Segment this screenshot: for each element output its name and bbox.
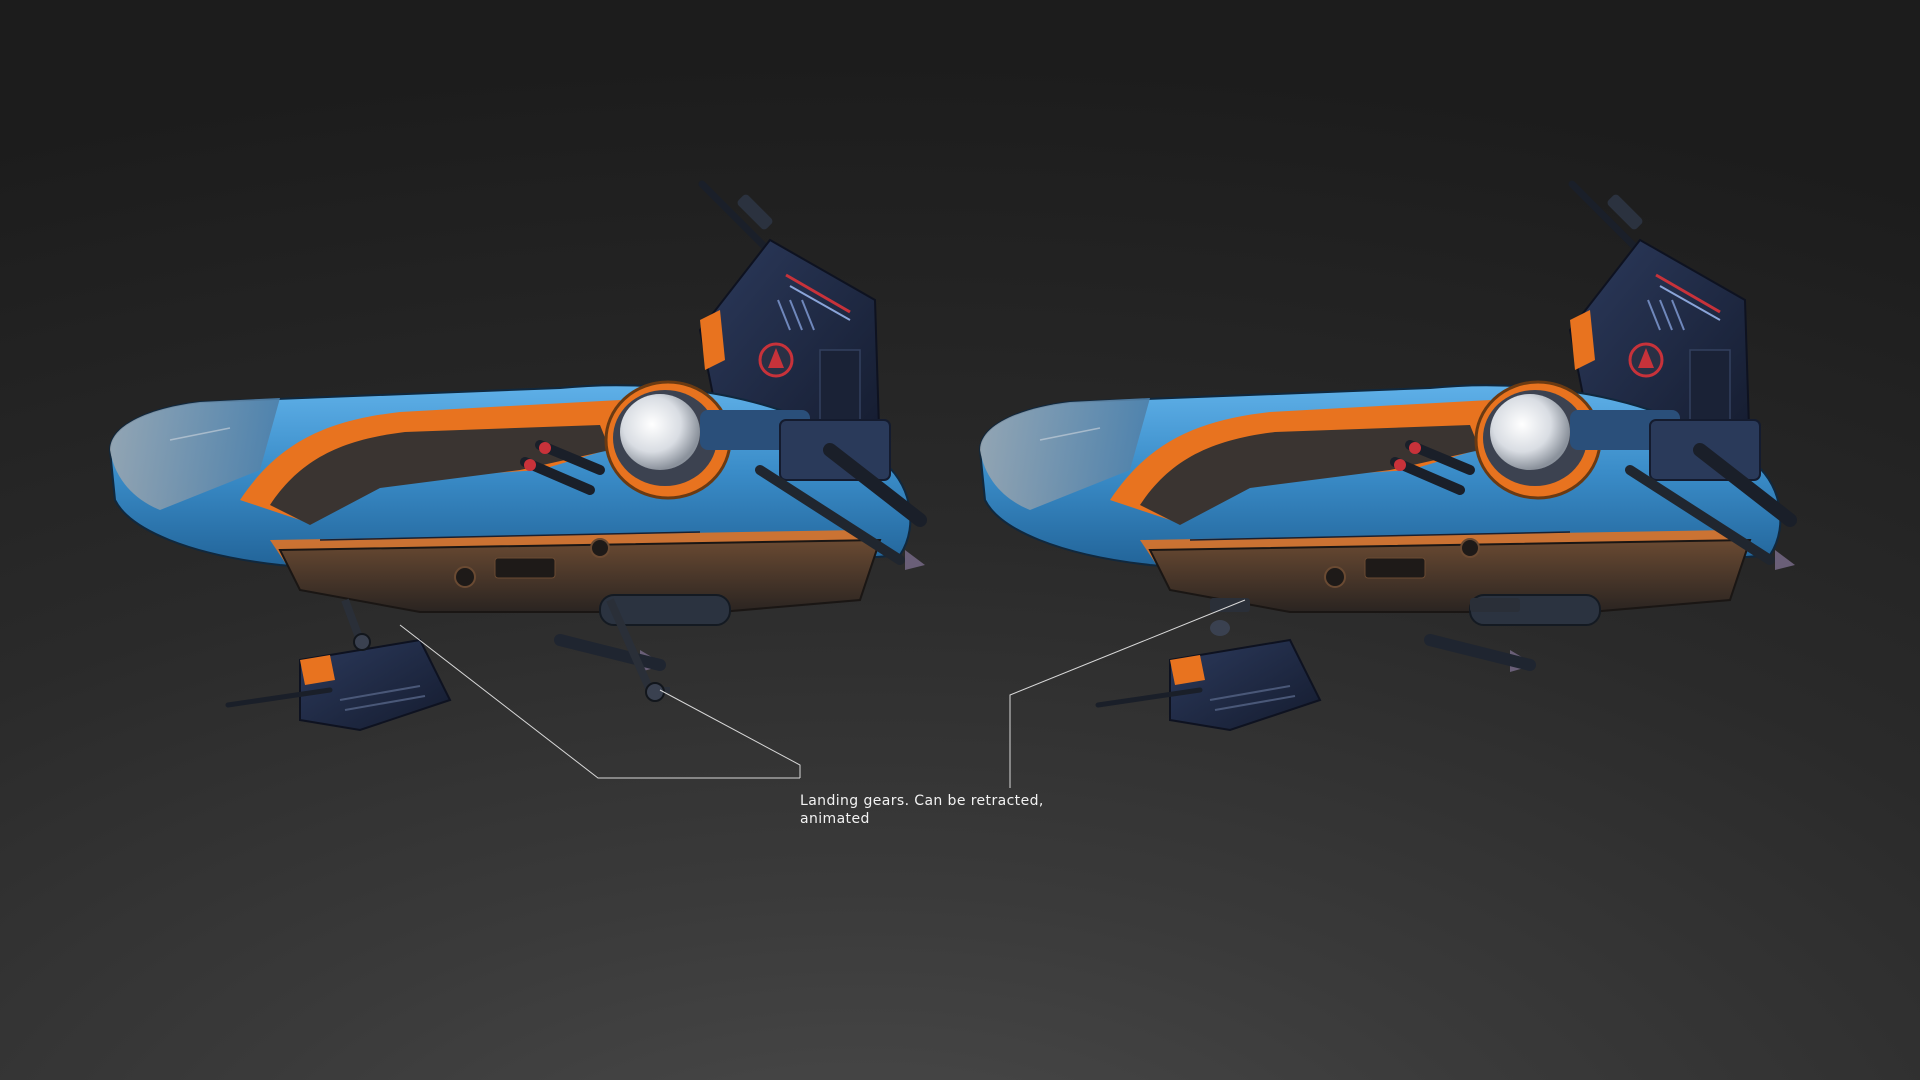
landing-gear-front [341,598,371,651]
annotation-leader-lines [399,599,1246,788]
landing-gear-retracted-bay [1210,598,1520,636]
landing-gear-rear [606,598,670,702]
ship-render-landing-gear-retracted [980,184,1795,730]
landing-gear-annotation: Landing gears. Can be retracted, animate… [800,792,1090,828]
ship-render-landing-gear-extended [110,184,925,730]
annotation-line-1: Landing gears. Can be retracted, [800,793,1044,809]
annotation-line-2: animated [800,811,870,827]
